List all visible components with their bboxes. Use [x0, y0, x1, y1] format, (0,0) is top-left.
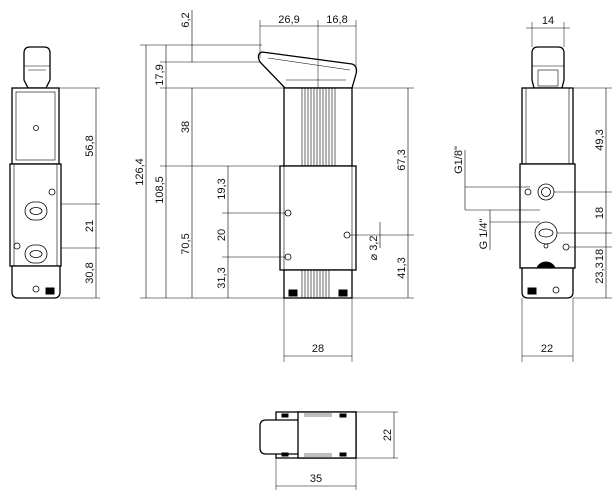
dim-30-8: 30,8: [84, 262, 96, 283]
dim-22-right: 22: [541, 343, 553, 355]
dim-dia-3-2: ⌀ 3,2: [368, 236, 380, 261]
dim-38: 38: [180, 121, 192, 133]
dim-16-8: 16,8: [326, 14, 347, 26]
dim-49-3: 49,3: [594, 129, 606, 150]
dim-6-2: 6,2: [180, 12, 192, 27]
dim-31-3: 31,3: [216, 267, 228, 288]
dim-35: 35: [310, 473, 322, 485]
dim-18-b: 18: [594, 249, 606, 261]
dim-20: 20: [216, 229, 228, 241]
dim-108-5: 108,5: [154, 176, 166, 204]
dim-67-3: 67,3: [396, 149, 408, 170]
dim-21: 21: [84, 220, 96, 232]
left-side-view: 56,8 21 30,8: [9, 46, 100, 299]
dim-56-8: 56,8: [84, 135, 96, 156]
dim-70-5: 70,5: [180, 233, 192, 254]
dim-22-bottom: 22: [382, 429, 394, 441]
thread-g-1-4: G 1/4": [478, 219, 490, 250]
right-side-view: 14 G1/8" G 1/4" 49,3 18 18 23,3 22: [453, 15, 612, 362]
dim-126-4: 126,4: [134, 158, 146, 186]
dim-19-3: 19,3: [216, 178, 228, 199]
dim-14: 14: [542, 15, 554, 27]
dim-26-9: 26,9: [278, 14, 299, 26]
plan-view: 22 35: [259, 411, 398, 490]
thread-g-1-8: G1/8": [453, 146, 465, 174]
dim-18-a: 18: [594, 207, 606, 219]
dim-41-3: 41,3: [396, 257, 408, 278]
front-view: 26,9 16,8 6,2 17,9 108,5 126,4 38 70,5 1…: [134, 10, 414, 362]
dim-28: 28: [312, 343, 324, 355]
dim-17-9: 17,9: [154, 64, 166, 85]
dim-23-3: 23,3: [594, 262, 606, 283]
